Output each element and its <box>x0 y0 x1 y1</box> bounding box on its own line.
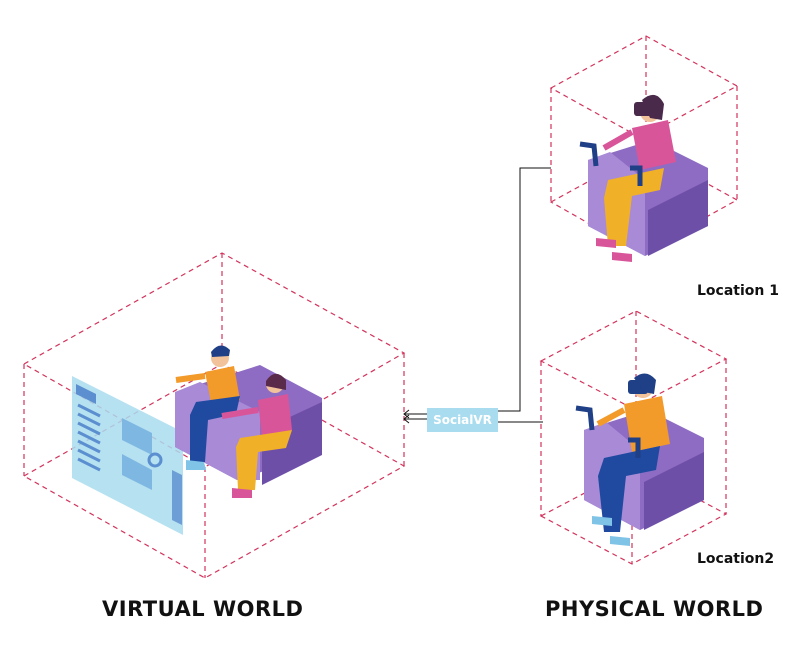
connector-lines <box>404 167 551 423</box>
physical-world-label: PHYSICAL WORLD <box>545 597 764 621</box>
virtual-world-label: VIRTUAL WORLD <box>102 597 304 621</box>
location2-person <box>575 373 670 546</box>
virtual-person-2 <box>221 373 292 498</box>
location2-label: Location2 <box>697 551 775 567</box>
location1-label: Location 1 <box>697 283 779 299</box>
location1-person <box>579 94 676 262</box>
arrow-heads <box>403 409 410 424</box>
socialvr-connector-label: SocialVR <box>427 408 498 432</box>
virtual-screen <box>72 376 183 535</box>
